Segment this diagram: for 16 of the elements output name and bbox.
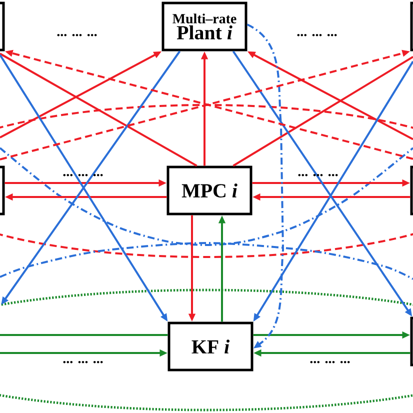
ellipsis-text: ... ... ... bbox=[297, 34, 337, 36]
connector-line bbox=[0, 334, 168, 336]
filter-box: KF i bbox=[168, 322, 254, 372]
partial-box bbox=[0, 2, 5, 52]
ellipsis-text: ... ... ... bbox=[63, 174, 103, 176]
controller-box: MPC i bbox=[166, 166, 252, 216]
connector-line bbox=[0, 52, 198, 167]
plant-box: Multi–rate Plant i bbox=[162, 2, 248, 52]
ellipsis-text: ... ... ... bbox=[310, 360, 350, 364]
connector-line bbox=[232, 56, 413, 167]
partial-box bbox=[410, 316, 413, 366]
ellipsis-text: ... ... ... bbox=[63, 360, 103, 364]
ellipsis-text: ... ... ... bbox=[57, 34, 97, 36]
partial-box bbox=[410, 166, 413, 216]
partial-box bbox=[0, 166, 5, 216]
partial-box bbox=[410, 2, 413, 52]
